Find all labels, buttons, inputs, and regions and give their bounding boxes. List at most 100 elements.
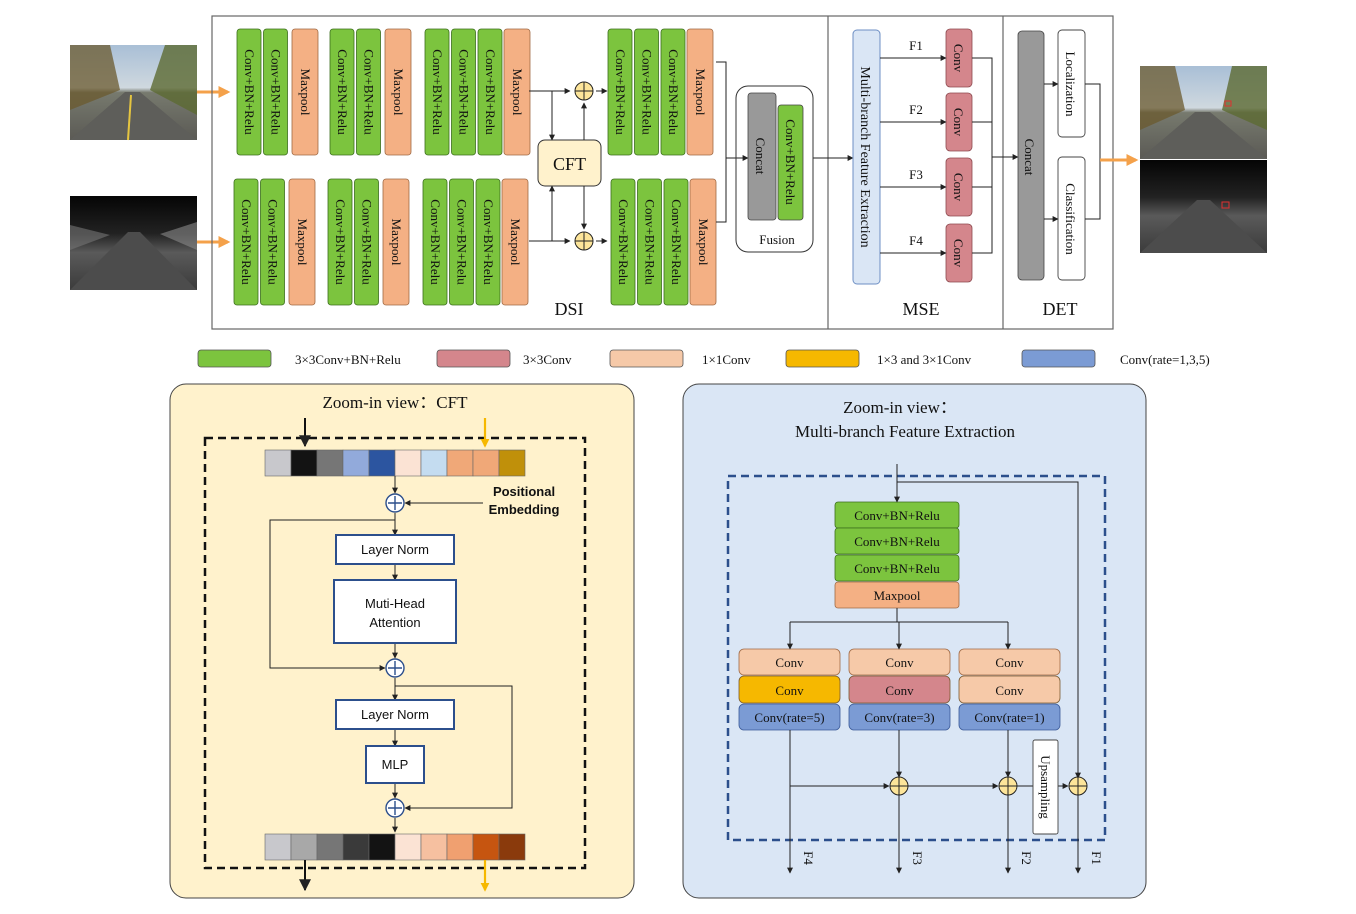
output-token-bar <box>264 833 526 861</box>
f4-output-label: F4 <box>801 851 816 865</box>
legend-label: Conv(rate=1,3,5) <box>1120 352 1210 367</box>
legend-swatch <box>785 349 860 368</box>
legend-label: 3×3Conv+BN+Relu <box>295 352 401 367</box>
concat-label: Concat <box>753 138 768 175</box>
conv-bn-relu-block <box>477 28 503 156</box>
f1-output-label: F1 <box>1089 851 1104 865</box>
conv-bn-relu-label: Conv+BN+Relu <box>428 199 443 285</box>
cft-block: CFT <box>537 139 602 187</box>
conv-bn-relu-block <box>327 178 353 306</box>
legend-label: 1×3 and 3×1Conv <box>877 352 972 367</box>
maxpool-block <box>686 28 714 156</box>
token-cell <box>472 833 500 861</box>
dsi-label: DSI <box>554 299 583 319</box>
legend-swatch <box>436 349 511 368</box>
upsampling-label: Upsampling <box>1038 755 1053 819</box>
maxpool-block <box>382 178 410 306</box>
legend-swatch <box>197 349 272 368</box>
branch-conv-top-label: Conv <box>775 655 804 670</box>
token-cell <box>420 449 448 477</box>
localization-label: Localization <box>1063 52 1078 117</box>
maxpool-label: Maxpool <box>298 69 313 116</box>
conv-bn-relu-label: Conv+BN+Relu <box>481 199 496 285</box>
cft-zoom-title: Zoom-in view：CFT <box>323 393 469 412</box>
maxpool-block <box>503 28 531 156</box>
conv-bn-relu-block <box>660 28 686 156</box>
layer-norm-2-label: Layer Norm <box>361 707 429 722</box>
branch-conv-mid-label: Conv <box>885 683 914 698</box>
mse-merge-line <box>972 157 993 188</box>
branch-dilated-conv-label: Conv(rate=5) <box>754 710 824 725</box>
token-cell <box>290 449 318 477</box>
conv-bn-relu-label: Conv+BN+Relu <box>266 199 281 285</box>
branch-conv-mid <box>848 675 951 704</box>
cft-plus-nodes <box>385 493 405 818</box>
input-token-bar <box>264 449 526 477</box>
mse-block: Multi-branch Feature Extraction ConvF1Co… <box>852 28 1019 285</box>
fusion-conv-label: Conv+BN+Relu <box>783 119 798 205</box>
token-cell <box>264 833 292 861</box>
fusion-block: Concat Conv+BN+Relu Fusion <box>735 85 814 253</box>
branch-conv-mid <box>738 675 841 704</box>
token-cell <box>316 449 344 477</box>
maxpool-label: Maxpool <box>696 219 711 266</box>
maxpool-label: Maxpool <box>389 219 404 266</box>
f3-output-label: F3 <box>910 851 925 865</box>
maxpool-label: Maxpool <box>508 219 523 266</box>
conv-bn-relu-label: Conv+BN+Relu <box>333 199 348 285</box>
cft-label: CFT <box>553 154 586 174</box>
conv-bn-relu-block <box>610 178 636 306</box>
positional-label-line1: Positional <box>493 484 555 499</box>
conv-bn-relu-block <box>424 28 450 156</box>
mse-branch-label: F2 <box>909 102 923 117</box>
mbfe-stack: Conv+BN+ReluConv+BN+ReluConv+BN+ReluMaxp… <box>834 501 960 609</box>
thermal-output-image <box>1140 160 1267 253</box>
rgb-output-image <box>1140 66 1267 159</box>
conv-bn-relu-block <box>263 28 288 156</box>
branch-dilated-conv-label: Conv(rate=1) <box>974 710 1044 725</box>
main-frame <box>211 15 1114 330</box>
maxpool-block <box>288 178 316 306</box>
token-cell <box>368 833 396 861</box>
det-concat-label: Concat <box>1022 139 1037 176</box>
cft-zoom-panel: Zoom-in view：CFT Positional <box>169 383 635 899</box>
mbfe-maxpool-label: Maxpool <box>874 588 921 603</box>
branch-conv-top-label: Conv <box>885 655 914 670</box>
attention-label-line2: Attention <box>369 615 420 630</box>
mse-conv-label: Conv <box>951 239 966 268</box>
attention-label-line1: Muti-Head <box>365 596 425 611</box>
token-cell <box>498 449 526 477</box>
conv-bn-relu-block <box>449 178 474 306</box>
branch-dilated-conv-label: Conv(rate=3) <box>864 710 934 725</box>
token-cell <box>446 833 474 861</box>
mbfe-conv-bn-relu-block <box>834 527 960 555</box>
positional-label-line2: Embedding <box>489 502 560 517</box>
conv-bn-relu-block <box>236 28 262 156</box>
conv-bn-relu-label: Conv+BN+Relu <box>613 49 628 135</box>
f2-output-label: F2 <box>1019 851 1034 865</box>
token-cell <box>342 449 370 477</box>
conv-bn-relu-label: Conv+BN+Relu <box>269 49 284 135</box>
conv-bn-relu-label: Conv+BN+Relu <box>455 199 470 285</box>
conv-bn-relu-block <box>637 178 662 306</box>
dsi-plus-nodes <box>574 81 594 251</box>
conv-bn-relu-block <box>663 178 689 306</box>
token-cell <box>420 833 448 861</box>
branch-conv-mid-label: Conv <box>775 683 804 698</box>
det-block: Concat Localization Classification <box>1017 29 1139 281</box>
branch-conv-top-label: Conv <box>995 655 1024 670</box>
legend-label: 3×3Conv <box>523 352 572 367</box>
dsi-connectors <box>529 61 854 244</box>
det-label: DET <box>1043 299 1078 319</box>
conv-bn-relu-block <box>634 28 659 156</box>
maxpool-label: Maxpool <box>510 69 525 116</box>
mbfe-vertical-label: Multi-branch Feature Extraction <box>857 66 872 247</box>
mse-conv-label: Conv <box>951 173 966 202</box>
rgb-input-image <box>70 45 197 141</box>
conv-bn-relu-label: Conv+BN+Relu <box>457 49 472 135</box>
branch-conv-mid <box>958 675 1061 704</box>
conv-bn-relu-block <box>260 178 285 306</box>
conv-bn-relu-label: Conv+BN+Relu <box>335 49 350 135</box>
conv-bn-relu-block <box>354 178 379 306</box>
